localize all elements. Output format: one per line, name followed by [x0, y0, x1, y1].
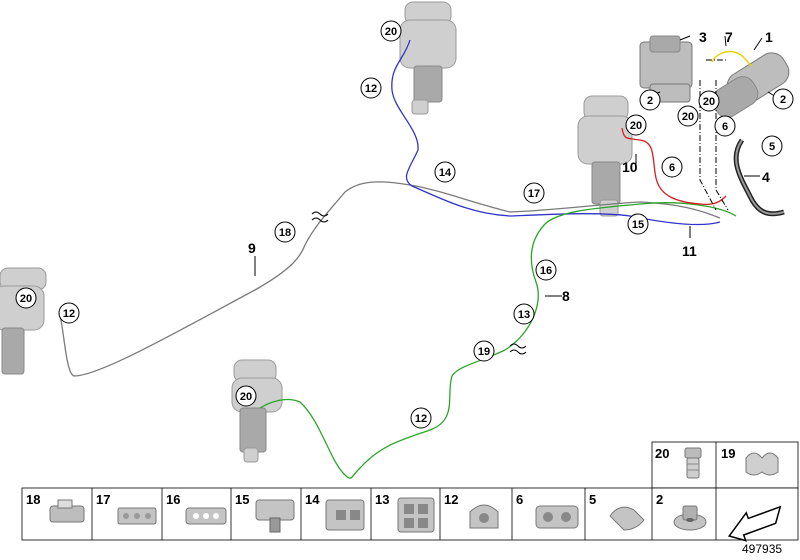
- svg-text:12: 12: [415, 413, 427, 425]
- line-yellow: [711, 50, 753, 67]
- svg-text:2: 2: [647, 95, 653, 107]
- svg-text:20: 20: [682, 111, 694, 123]
- label-10: 10: [622, 159, 638, 175]
- svg-text:20: 20: [630, 120, 642, 132]
- svg-text:2: 2: [780, 94, 786, 106]
- callout-2-b: 2: [772, 88, 794, 110]
- svg-text:14: 14: [439, 167, 452, 179]
- callout-20-c: 20: [677, 105, 699, 127]
- svg-text:20: 20: [240, 391, 252, 403]
- legend-num-19: 19: [721, 446, 735, 461]
- holder-6-icon: [535, 505, 579, 529]
- svg-text:20: 20: [703, 96, 715, 108]
- svg-text:20: 20: [385, 26, 397, 38]
- legend-num-17: 17: [96, 492, 110, 507]
- callout-13: 13: [513, 303, 535, 325]
- legend-num-14: 14: [305, 492, 320, 507]
- legend-num-13: 13: [375, 492, 389, 507]
- svg-text:6: 6: [669, 162, 675, 174]
- dashdot-line-2: [706, 59, 729, 211]
- svg-text:5: 5: [769, 141, 775, 153]
- callout-12-top: 12: [360, 77, 382, 99]
- label-1: 1: [765, 29, 773, 45]
- label-11: 11: [682, 243, 697, 259]
- legend-num-20: 20: [655, 446, 669, 461]
- label-9: 9: [248, 240, 256, 256]
- legend-num-5: 5: [589, 492, 596, 507]
- svg-text:16: 16: [540, 265, 552, 277]
- callout-18: 18: [274, 221, 296, 243]
- line-break-19: [509, 343, 527, 355]
- holder-16-icon: [185, 507, 227, 525]
- callout-5: 5: [761, 135, 783, 157]
- callout-16: 16: [535, 259, 557, 281]
- legend-top: 20 19: [651, 441, 799, 489]
- legend-num-18: 18: [26, 492, 40, 507]
- svg-text:6: 6: [722, 121, 728, 133]
- svg-text:12: 12: [63, 308, 75, 320]
- dashdot-line: [699, 80, 717, 211]
- document-id: 497935: [742, 542, 782, 556]
- callout-20-rear: 20: [235, 385, 257, 407]
- svg-text:13: 13: [518, 309, 530, 321]
- holder-17-icon: [117, 507, 157, 525]
- svg-text:18: 18: [279, 227, 291, 239]
- line-break-18: [311, 211, 329, 223]
- double-clip-icon: [745, 452, 779, 476]
- label-7: 7: [725, 29, 733, 45]
- label-4: 4: [762, 169, 770, 185]
- holder-14-icon: [325, 499, 365, 531]
- svg-text:15: 15: [632, 219, 644, 231]
- svg-text:17: 17: [528, 188, 540, 200]
- nut-2-icon: [673, 505, 707, 531]
- callout-12-left: 12: [58, 302, 80, 324]
- callout-20-left: 20: [15, 287, 37, 309]
- svg-text:20: 20: [20, 293, 32, 305]
- air-strut-top: [399, 1, 457, 115]
- legend-num-6: 6: [516, 492, 523, 507]
- air-strut-rear-lower: [231, 359, 283, 463]
- callout-2-a: 2: [639, 89, 661, 111]
- callout-19: 19: [473, 340, 495, 362]
- callout-20-d: 20: [625, 114, 647, 136]
- holder-18-icon: [49, 499, 85, 523]
- line-gray: [59, 181, 721, 377]
- callout-14: 14: [434, 161, 456, 183]
- holder-12-icon: [469, 504, 499, 529]
- callout-17: 17: [523, 182, 545, 204]
- air-strut-rear-right: [577, 95, 633, 217]
- legend-num-2: 2: [656, 492, 663, 507]
- legend-num-15: 15: [235, 492, 249, 507]
- callout-12-mid: 12: [410, 407, 432, 429]
- callout-15: 15: [627, 213, 649, 235]
- label-3: 3: [699, 29, 707, 45]
- svg-text:19: 19: [478, 346, 490, 358]
- line-red: [621, 127, 727, 206]
- legend-bottom: 18 17 16 15 14 13 12 6 5 2: [21, 487, 799, 542]
- connector-fitting-icon: [684, 447, 702, 479]
- legend-num-16: 16: [166, 492, 180, 507]
- pressure-reservoir: [711, 52, 790, 118]
- callout-6-b: 6: [661, 156, 683, 178]
- holder-13-icon: [397, 497, 435, 533]
- svg-text:12: 12: [365, 83, 377, 95]
- callout-20-top: 20: [380, 20, 402, 42]
- arrow-direction-icon: [727, 505, 782, 542]
- legend-num-12: 12: [444, 492, 458, 507]
- callout-6-a: 6: [714, 115, 736, 137]
- air-strut-left: [0, 267, 47, 375]
- holder-15-icon: [255, 499, 295, 533]
- callout-20-b: 20: [698, 90, 720, 112]
- label-8: 8: [562, 288, 570, 304]
- clip-5-icon: [609, 506, 645, 531]
- line-blue: [391, 39, 721, 226]
- line-green: [259, 202, 737, 479]
